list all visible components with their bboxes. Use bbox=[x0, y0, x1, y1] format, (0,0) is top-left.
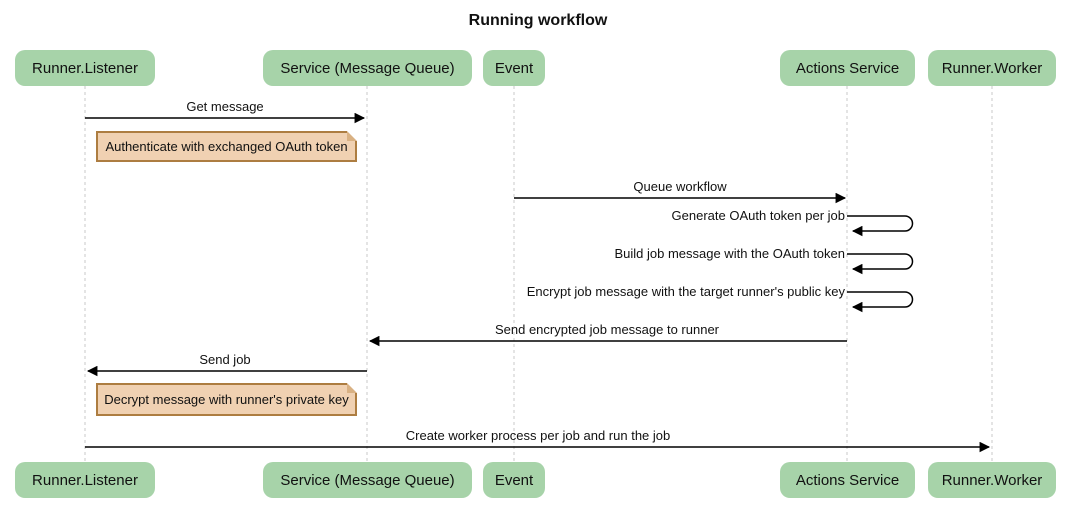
message-label-send-encrypted-job-message: Send encrypted job message to runner bbox=[494, 322, 720, 337]
note-text: Authenticate with exchanged OAuth token bbox=[105, 139, 348, 154]
participant-bottom-service-message-queue: Service (Message Queue) bbox=[263, 462, 472, 498]
participant-label: Runner.Worker bbox=[941, 59, 1043, 77]
participant-bottom-event: Event bbox=[483, 462, 545, 498]
message-label-queue-workflow: Queue workflow bbox=[633, 179, 727, 194]
participant-top-event: Event bbox=[483, 50, 545, 86]
participant-label: Runner.Listener bbox=[32, 59, 138, 77]
participant-bottom-runner-worker: Runner.Worker bbox=[928, 462, 1056, 498]
participant-label: Actions Service bbox=[795, 471, 900, 489]
note-authenticate-oauth: Authenticate with exchanged OAuth token bbox=[96, 131, 357, 162]
participant-label: Event bbox=[494, 471, 534, 489]
participant-top-service-message-queue: Service (Message Queue) bbox=[263, 50, 472, 86]
participant-top-runner-worker: Runner.Worker bbox=[928, 50, 1056, 86]
message-label-encrypt-job-message: Encrypt job message with the target runn… bbox=[526, 284, 845, 299]
diagram-title: Running workflow bbox=[468, 12, 608, 29]
participant-label: Service (Message Queue) bbox=[280, 471, 455, 489]
participant-bottom-actions-service: Actions Service bbox=[780, 462, 915, 498]
participant-bottom-runner-listener: Runner.Listener bbox=[15, 462, 155, 498]
note-decrypt-private-key: Decrypt message with runner's private ke… bbox=[96, 383, 357, 416]
selfloop-build-job-message bbox=[847, 253, 914, 275]
note-fold-icon bbox=[347, 131, 357, 141]
message-label-create-worker-process: Create worker process per job and run th… bbox=[405, 428, 671, 443]
message-label-build-job-message: Build job message with the OAuth token bbox=[614, 246, 845, 261]
note-text: Decrypt message with runner's private ke… bbox=[104, 392, 349, 407]
selfloop-generate-oauth-token bbox=[847, 215, 914, 237]
participant-label: Actions Service bbox=[795, 59, 900, 77]
participant-label: Runner.Worker bbox=[941, 471, 1043, 489]
participant-top-actions-service: Actions Service bbox=[780, 50, 915, 86]
participant-label: Runner.Listener bbox=[32, 471, 138, 489]
participant-top-runner-listener: Runner.Listener bbox=[15, 50, 155, 86]
selfloop-encrypt-job-message bbox=[847, 291, 914, 313]
participant-label: Service (Message Queue) bbox=[280, 59, 455, 77]
participant-label: Event bbox=[494, 59, 534, 77]
note-fold-icon bbox=[347, 383, 357, 393]
message-label-generate-oauth-token: Generate OAuth token per job bbox=[671, 208, 845, 223]
message-label-get-message: Get message bbox=[186, 99, 264, 114]
message-label-send-job: Send job bbox=[199, 352, 251, 367]
